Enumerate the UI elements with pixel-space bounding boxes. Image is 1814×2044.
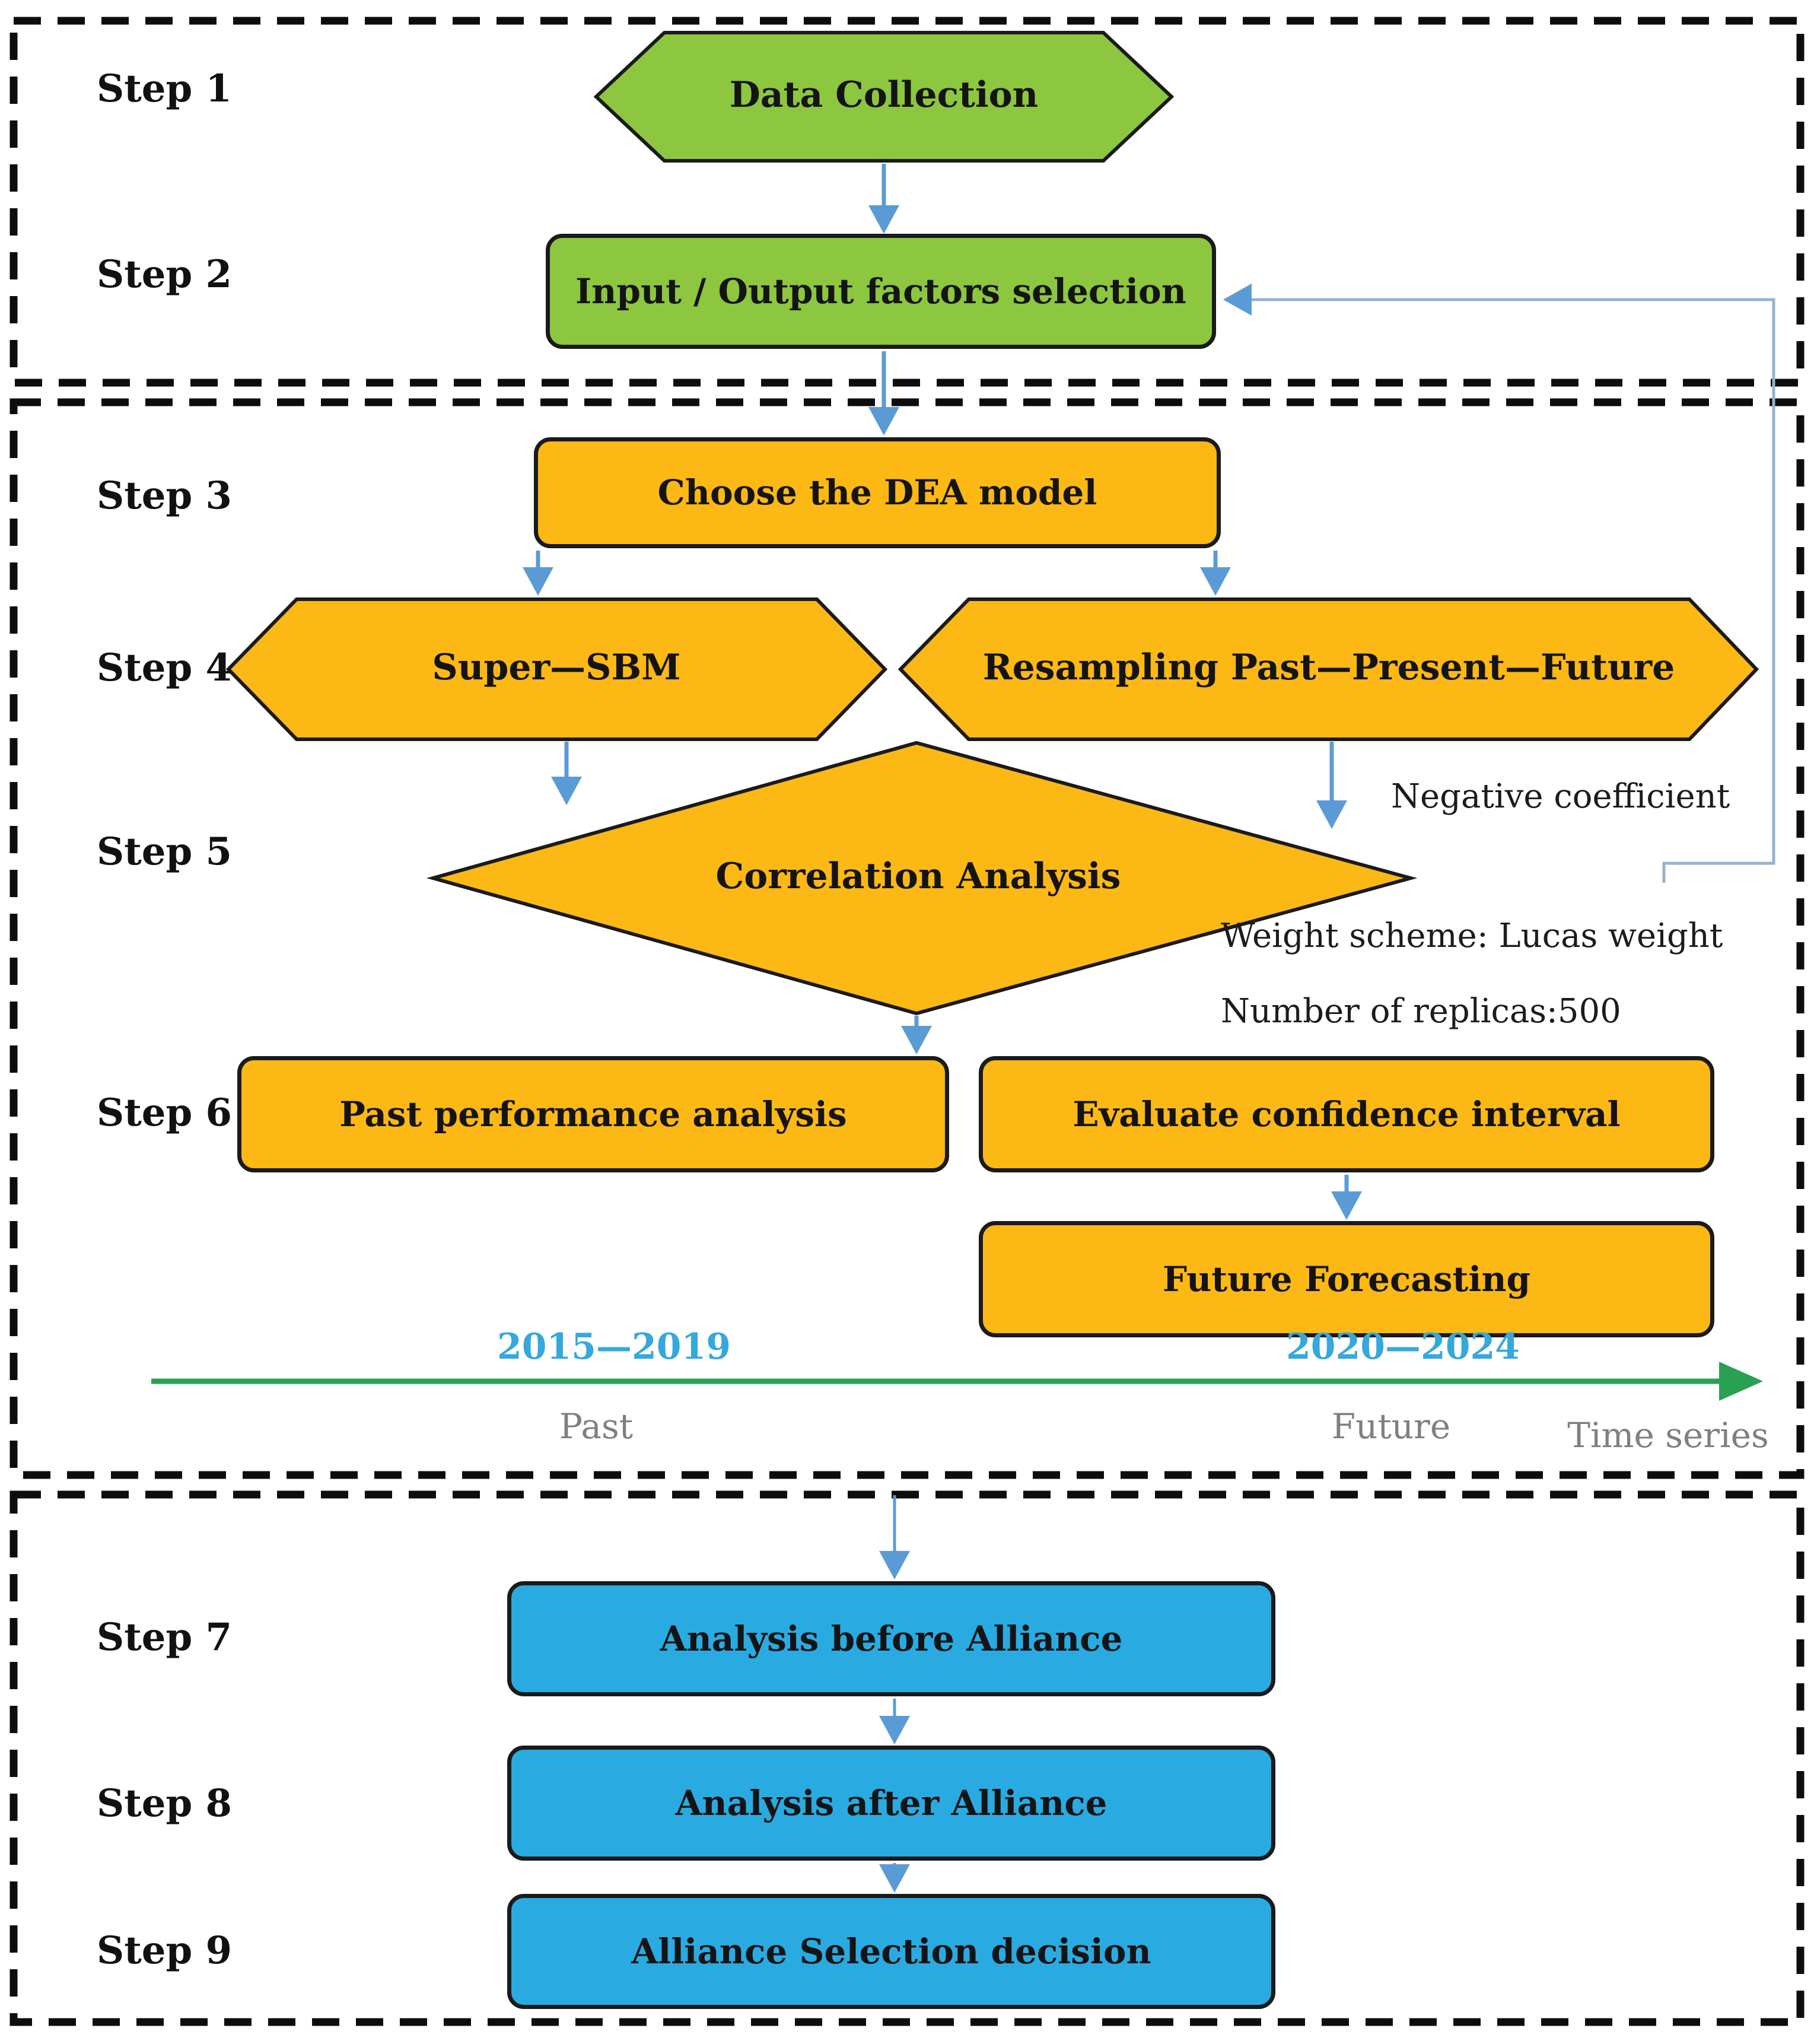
evaluate-confidence-label: Evaluate confidence interval [1073, 1093, 1621, 1134]
section-frame-steps-1-2 [9, 17, 1805, 387]
data-collection-hexagon [593, 31, 1175, 163]
arrow-down-icon [523, 567, 553, 596]
replicas-annotation: Number of replicas:500 [1221, 992, 1621, 1031]
data-collection-label: Data Collection [729, 74, 1039, 116]
connector-supersbm-to-correlation [551, 742, 582, 805]
feedback-line [1252, 298, 1775, 883]
arrow-down-icon [1331, 1191, 1362, 1220]
connector-resampling-down [1316, 742, 1347, 829]
weight-scheme-annotation: Weight scheme: Lucas weight [1221, 917, 1723, 955]
step-7-label: Step 7 [97, 1615, 233, 1660]
super-sbm-label: Super—SBM [432, 647, 681, 688]
connector-choosedea-to-supersbm [523, 551, 553, 596]
analysis-after-alliance-node: Analysis after Alliance [507, 1746, 1275, 1861]
arrow-down-icon [868, 407, 899, 435]
correlation-analysis-label: Correlation Analysis [715, 856, 1121, 897]
time-series-axis-label: Time series [1567, 1415, 1769, 1455]
connector-choosedea-to-resampling [1200, 551, 1231, 596]
step-1-label: Step 1 [97, 66, 233, 111]
correlation-analysis-diamond [426, 740, 1418, 1016]
connector-section2-to-beforealliance [879, 1495, 910, 1579]
future-year-range-label: 2020—2024 [1286, 1326, 1520, 1368]
alliance-selection-decision-node: Alliance Selection decision [507, 1894, 1275, 2009]
analysis-after-alliance-label: Analysis after Alliance [675, 1782, 1108, 1823]
connector-inputoutput-to-choosedea [868, 351, 899, 435]
future-forecasting-node: Future Forecasting [979, 1221, 1714, 1337]
feedback-connector-to-input-output [1223, 284, 1775, 883]
negative-coefficient-annotation: Negative coefficient [1391, 777, 1730, 816]
alliance-selection-decision-label: Alliance Selection decision [631, 1931, 1151, 1972]
connector-correlation-to-step6 [901, 1016, 932, 1054]
future-label: Future [1331, 1406, 1451, 1447]
arrow-down-icon [879, 1864, 910, 1893]
section-frame-steps-7-9 [9, 1490, 1805, 2026]
arrow-down-icon [551, 777, 582, 805]
future-forecasting-label: Future Forecasting [1162, 1258, 1531, 1299]
arrow-right-icon [1719, 1362, 1763, 1401]
connector-datacollection-to-inputoutput [868, 164, 899, 234]
resampling-label: Resampling Past—Present—Future [982, 647, 1675, 688]
step-2-label: Step 2 [97, 252, 233, 297]
step-3-label: Step 3 [97, 473, 233, 518]
arrow-down-icon [1316, 800, 1347, 829]
arrow-left-icon [1223, 284, 1252, 316]
evaluate-confidence-node: Evaluate confidence interval [979, 1056, 1714, 1172]
choose-dea-model-node: Choose the DEA model [534, 437, 1221, 548]
connector-evaluateci-to-forecasting [1331, 1175, 1362, 1220]
arrow-down-icon [1200, 567, 1231, 596]
step-5-label: Step 5 [97, 829, 233, 874]
arrow-down-icon [879, 1716, 910, 1744]
past-label: Past [559, 1406, 634, 1447]
choose-dea-model-label: Choose the DEA model [657, 472, 1097, 513]
past-performance-label: Past performance analysis [339, 1093, 847, 1134]
arrow-down-icon [879, 1551, 910, 1579]
time-series-axis [151, 1362, 1763, 1401]
input-output-selection-node: Input / Output factors selection [546, 234, 1216, 349]
super-sbm-hexagon [225, 597, 888, 741]
input-output-selection-label: Input / Output factors selection [575, 271, 1186, 311]
past-performance-node: Past performance analysis [237, 1056, 949, 1172]
analysis-before-alliance-label: Analysis before Alliance [660, 1618, 1123, 1659]
step-9-label: Step 9 [97, 1928, 233, 1973]
arrow-down-icon [901, 1026, 932, 1054]
arrow-down-icon [868, 205, 899, 234]
connector-before-to-after-alliance [879, 1699, 910, 1744]
connector-after-to-decision [879, 1863, 910, 1893]
step-6-label: Step 6 [97, 1091, 233, 1135]
step-4-label: Step 4 [97, 646, 233, 690]
step-8-label: Step 8 [97, 1781, 233, 1826]
section-frame-steps-3-6 [9, 398, 1805, 1479]
past-year-range-label: 2015—2019 [497, 1326, 731, 1368]
analysis-before-alliance-node: Analysis before Alliance [507, 1581, 1275, 1696]
resampling-hexagon [898, 597, 1759, 741]
